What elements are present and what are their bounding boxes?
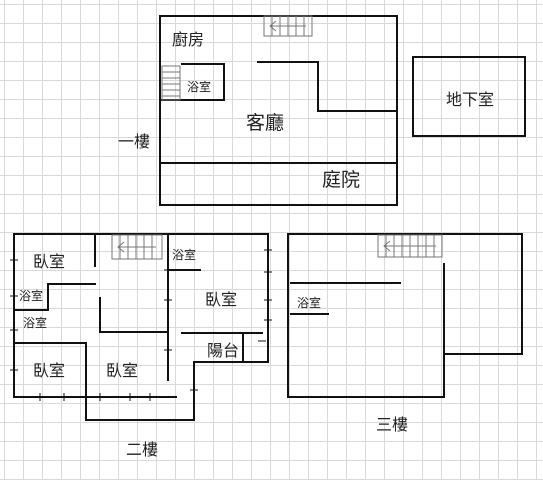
third-floor-bathroom-label: 浴室 (297, 296, 322, 310)
bedroom-bottom-left-label: 臥室 (33, 361, 66, 380)
balcony-label: 陽台 (207, 341, 240, 360)
bedroom-top-left-label: 臥室 (33, 252, 66, 271)
stair-first-floor (263, 15, 313, 37)
bathroom-left-1-label: 浴室 (19, 289, 44, 303)
stair-second-floor (111, 234, 163, 260)
living-room-label: 客廳 (246, 112, 285, 134)
first-floor-bathroom-label: 浴室 (187, 80, 212, 94)
bedroom-right-label: 臥室 (205, 290, 238, 309)
third-floor-label: 三樓 (376, 415, 409, 434)
bathroom-left-2-label: 浴室 (23, 316, 48, 330)
third-floor-walls (287, 233, 523, 398)
kitchen-label: 廚房 (172, 30, 205, 49)
basement-label: 地下室 (446, 90, 495, 109)
first-floor-label: 一樓 (118, 132, 151, 151)
courtyard-label: 庭院 (322, 169, 361, 191)
second-floor-label: 二樓 (126, 440, 159, 459)
basement-walls (412, 56, 526, 137)
bathroom-top-label: 浴室 (172, 248, 197, 262)
bedroom-bottom-mid-label: 臥室 (106, 361, 139, 380)
stair-first-floor-side (161, 65, 181, 101)
window-ticks (10, 249, 272, 401)
stair-third-floor (377, 234, 443, 258)
second-floor-walls (13, 233, 269, 421)
